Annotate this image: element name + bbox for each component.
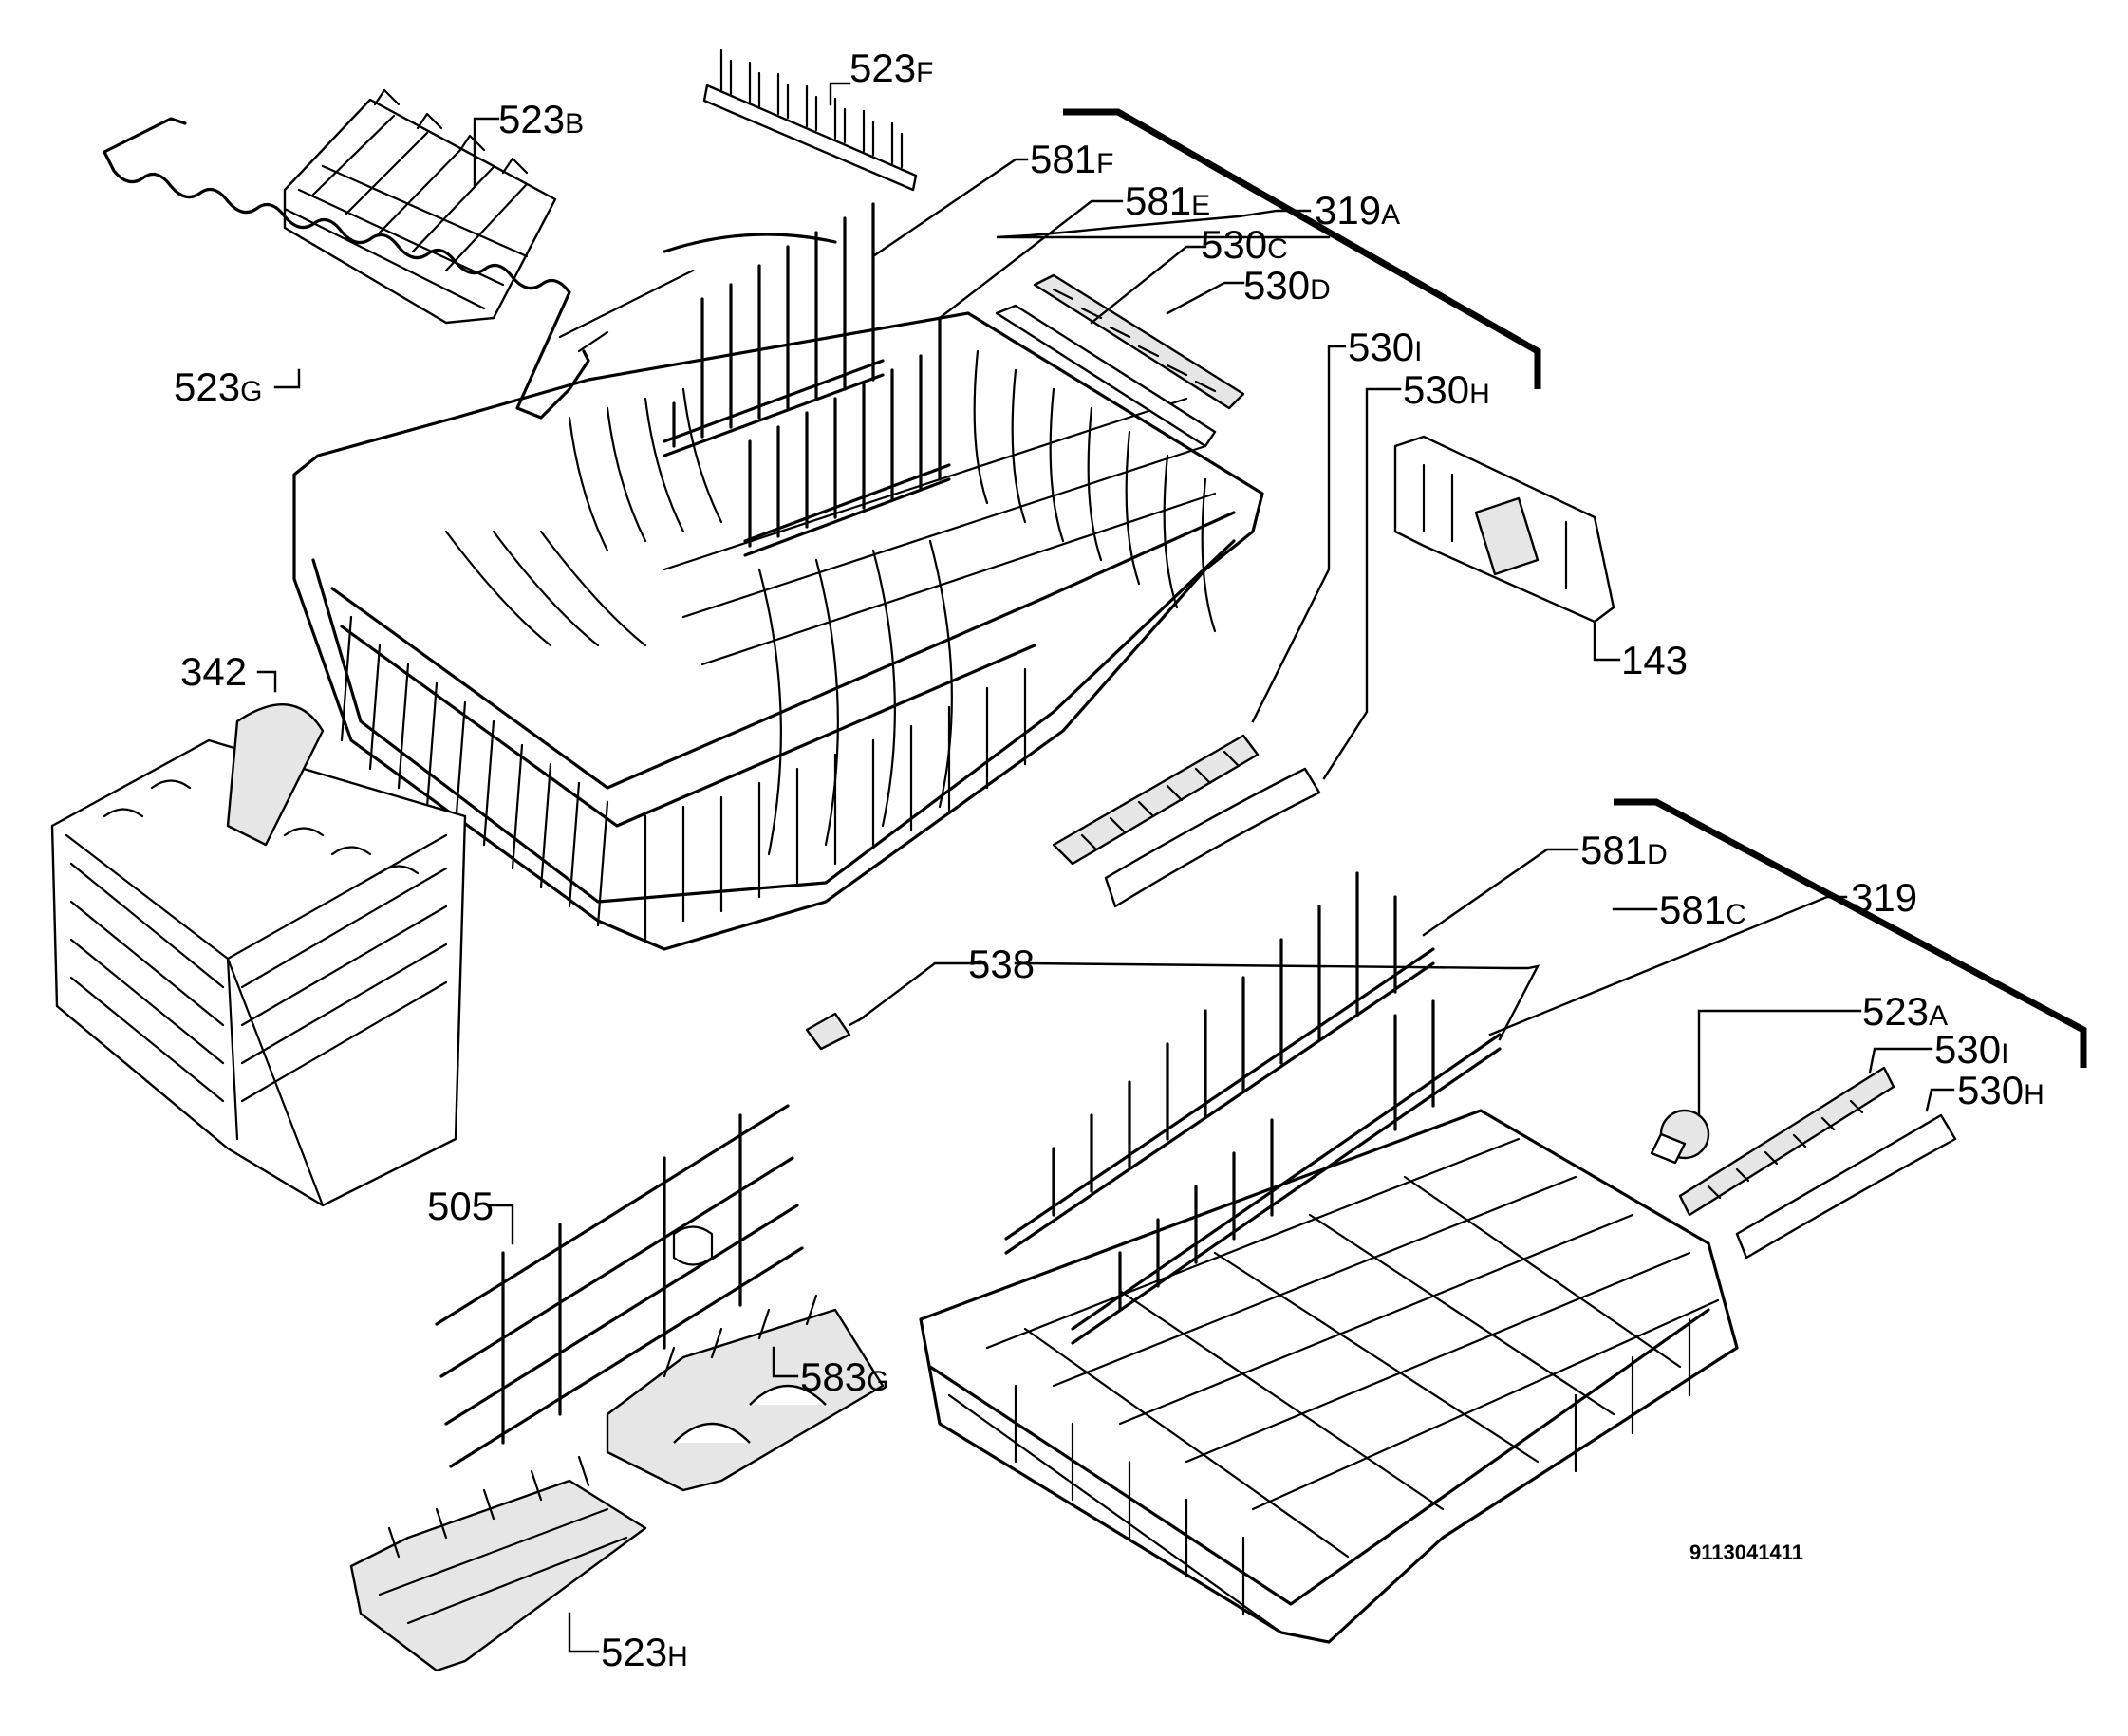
label-530i-bottom: 530I <box>1934 1027 2008 1072</box>
part-530h-upper-strip <box>1104 767 1321 908</box>
part-143-adjuster <box>1393 435 1615 624</box>
group-bracket-319a <box>1063 108 1541 389</box>
part-530i-lower-strip <box>1678 1066 1895 1217</box>
label-530c: 530C <box>1201 222 1288 267</box>
label-342: 342 <box>180 649 247 694</box>
label-581e: 581E <box>1125 178 1210 223</box>
leader-lines <box>256 82 1955 1653</box>
part-523g-wavy-wire <box>103 117 590 420</box>
part-labels: 523F 523B 581F 581E 319A 530C 530D 530I … <box>174 46 2044 1674</box>
label-505: 505 <box>427 1184 494 1228</box>
document-id: 9113041411 <box>1689 1540 1803 1564</box>
label-530h-top: 530H <box>1403 367 1490 412</box>
label-523g: 523G <box>174 364 262 409</box>
label-143: 143 <box>1621 638 1688 682</box>
part-530i-upper-strip <box>1052 734 1260 866</box>
part-538-plug <box>805 1012 866 1051</box>
label-530i-top: 530I <box>1348 325 1422 369</box>
part-523h-rack <box>349 1455 647 1672</box>
label-523h: 523H <box>601 1630 688 1674</box>
part-505-wire-insert <box>435 1104 804 1468</box>
part-523a-wheel <box>1650 1109 1710 1165</box>
label-530d: 530D <box>1243 263 1331 308</box>
label-523f: 523F <box>849 46 933 90</box>
label-523b: 523B <box>498 97 584 141</box>
label-581c: 581C <box>1659 887 1746 932</box>
part-530c-strip <box>995 304 1217 448</box>
group-bracket-319 <box>1614 798 2087 1068</box>
label-523a: 523A <box>1862 989 1948 1034</box>
part-530d-strip <box>1033 273 1245 410</box>
label-581f: 581F <box>1030 137 1113 181</box>
label-319: 319 <box>1851 875 1917 920</box>
part-lower-basket <box>919 871 1739 1644</box>
label-581d: 581D <box>1580 828 1668 872</box>
part-342-cutlery-basket <box>50 703 467 1207</box>
label-319a: 319A <box>1315 188 1400 233</box>
label-530h-bottom: 530H <box>1957 1068 2044 1112</box>
part-523f-comb <box>702 48 918 192</box>
label-583g: 583G <box>800 1354 888 1399</box>
part-530h-lower-strip <box>1735 1113 1957 1260</box>
part-upper-basket <box>292 202 1264 951</box>
label-538: 538 <box>968 942 1035 986</box>
part-583g-rack <box>606 1294 885 1492</box>
